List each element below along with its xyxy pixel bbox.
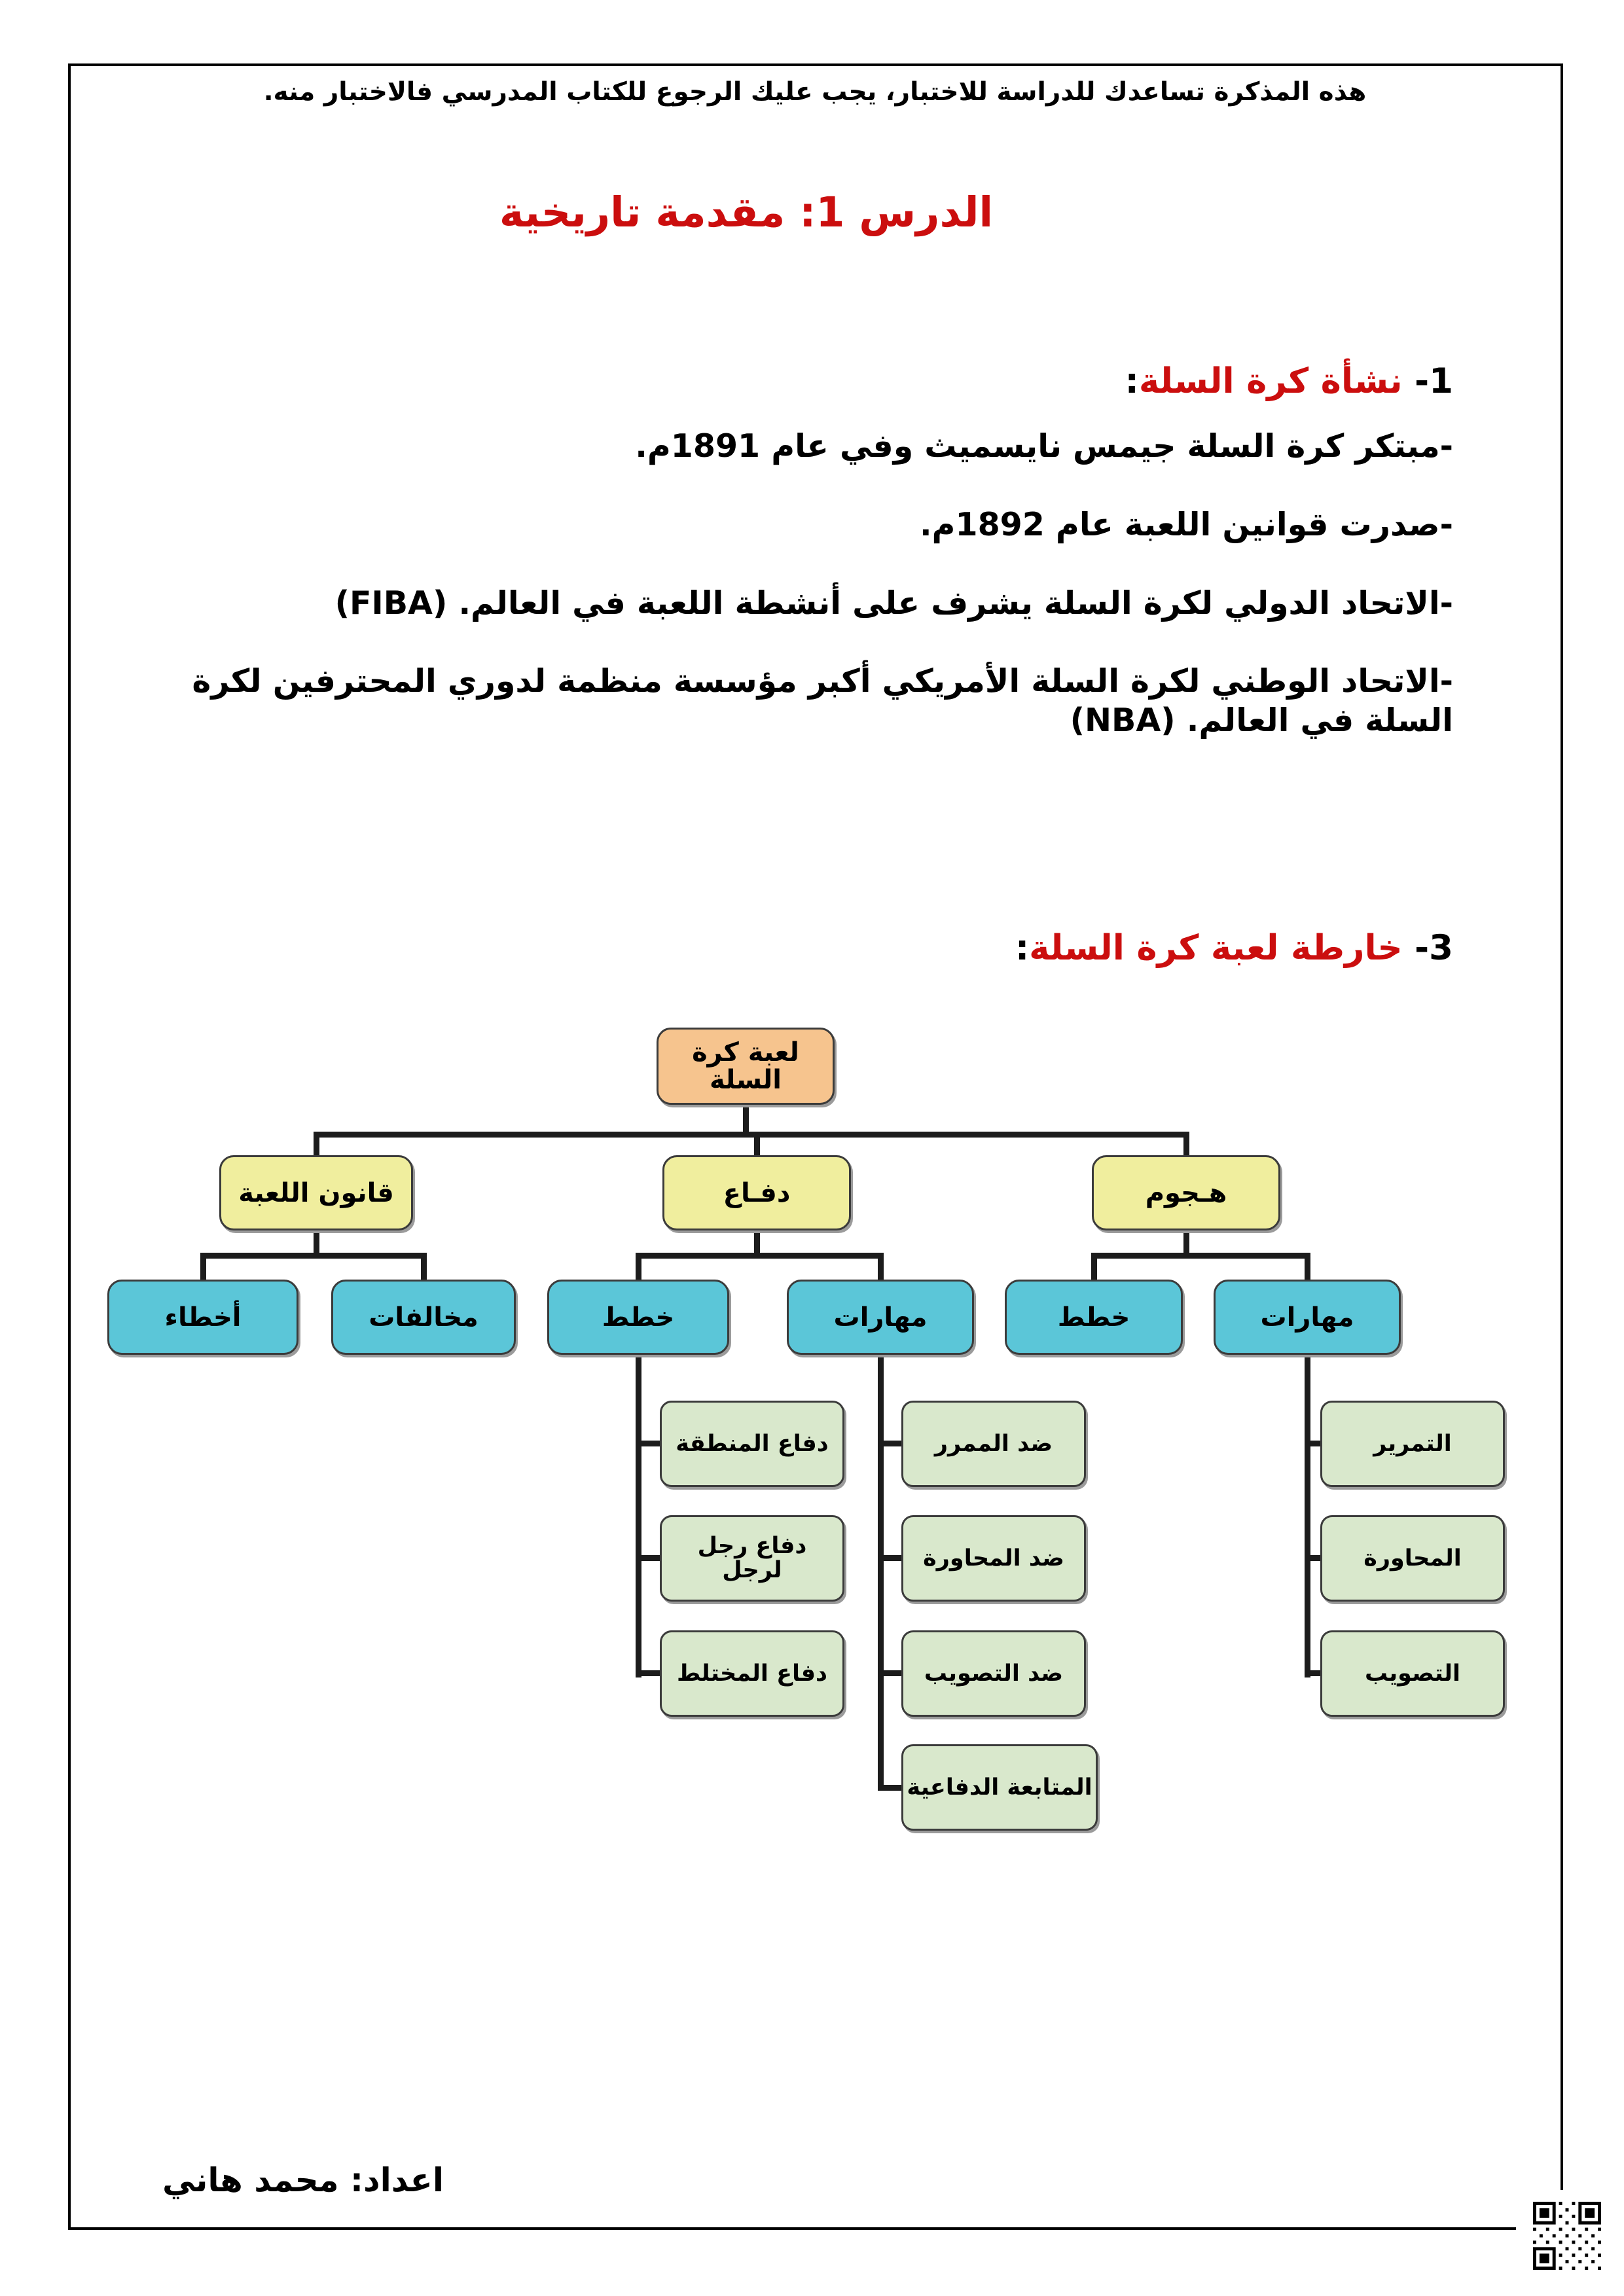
connector-line <box>314 1229 319 1253</box>
section-3-heading: 3- خارطة لعبة كرة السلة: <box>1015 928 1453 968</box>
connector-line <box>743 1103 749 1132</box>
section-1-number: 1- <box>1415 361 1453 401</box>
diagram-node-offense-plans: خطط <box>1005 1280 1183 1355</box>
connector-line <box>878 1354 884 1791</box>
diagram-node-violations: مخالفات <box>331 1280 516 1355</box>
connector-line <box>1305 1354 1310 1677</box>
diagram-leaf-zone-defense: دفاع المنطقة <box>660 1401 844 1487</box>
bullet-fiba: -الاتحاد الدولي لكرة السلة يشرف على أنشط… <box>334 584 1453 622</box>
connector-line <box>1183 1138 1189 1157</box>
bullet-nba: -الاتحاد الوطني لكرة السلة الأمريكي أكبر… <box>192 662 1453 740</box>
section-3-colon: : <box>1015 928 1030 968</box>
connector-line <box>1310 1441 1320 1446</box>
diagram-node-offense: هـجوم <box>1092 1155 1280 1230</box>
connector-line <box>884 1670 901 1676</box>
connector-line <box>200 1253 427 1259</box>
diagram-node-basketball-game: لعبة كرة السلة <box>657 1028 835 1105</box>
connector-line <box>1091 1253 1310 1259</box>
footer-credit: اعداد: محمد هاني <box>162 2161 444 2199</box>
diagram-node-game-law: قانون اللعبة <box>219 1155 413 1230</box>
connector-line <box>314 1138 319 1157</box>
qr-code-icon <box>1533 2202 1601 2270</box>
connector-line <box>754 1229 760 1253</box>
connector-line <box>1183 1229 1189 1253</box>
section-1-colon: : <box>1125 361 1139 401</box>
section-1-heading-text: نشأة كرة السلة <box>1138 361 1415 401</box>
connector-line <box>641 1670 660 1676</box>
connector-line <box>641 1441 660 1446</box>
diagram-node-offense-skills: مهارات <box>1214 1280 1401 1355</box>
page-border <box>68 63 1563 2230</box>
diagram-leaf-man-to-man-defense: دفاع رجل لرجل <box>660 1515 844 1602</box>
section-3-heading-text: خارطة لعبة كرة السلة <box>1029 928 1415 968</box>
diagram-node-defense: دفـاع <box>662 1155 851 1230</box>
connector-line <box>636 1259 641 1281</box>
diagram-leaf-against-dribbler: ضد المحاورة <box>901 1515 1086 1602</box>
connector-line <box>884 1785 901 1791</box>
diagram-leaf-against-passer: ضد الممرر <box>901 1401 1086 1487</box>
connector-line <box>1305 1259 1310 1281</box>
bullet-inventor: -مبتكر كرة السلة جيمس نايسميث وفي عام 18… <box>635 427 1453 465</box>
connector-line <box>314 1132 1189 1138</box>
connector-line <box>754 1138 760 1157</box>
connector-line <box>421 1259 427 1281</box>
connector-line <box>636 1253 884 1259</box>
connector-line <box>1310 1670 1320 1676</box>
connector-line <box>200 1259 206 1281</box>
diagram-leaf-mixed-defense: دفاع المختلط <box>660 1630 844 1717</box>
connector-line <box>1310 1555 1320 1561</box>
page-title: الدرس 1: مقدمة تاريخية <box>499 188 994 236</box>
diagram-leaf-shooting: التصويب <box>1320 1630 1505 1717</box>
section-1-heading: 1- نشأة كرة السلة: <box>1125 361 1453 401</box>
section-1-bullets: -مبتكر كرة السلة جيمس نايسميث وفي عام 18… <box>175 427 1453 780</box>
connector-line <box>636 1354 641 1677</box>
connector-line <box>884 1555 901 1561</box>
diagram-leaf-defensive-rebound: المتابعة الدفاعية <box>901 1744 1098 1831</box>
diagram-node-defense-skills: مهارات <box>787 1280 974 1355</box>
header-note: هذه المذكرة تساعدك للدراسة للاختبار، يجب… <box>263 77 1367 107</box>
diagram-node-defense-plans: خطط <box>547 1280 729 1355</box>
diagram-leaf-dribbling: المحاورة <box>1320 1515 1505 1602</box>
connector-line <box>878 1259 884 1281</box>
connector-line <box>641 1555 660 1561</box>
section-3-number: 3- <box>1415 928 1453 968</box>
diagram-leaf-passing: التمرير <box>1320 1401 1505 1487</box>
diagram-leaf-against-shooter: ضد التصويب <box>901 1630 1086 1717</box>
diagram-node-fouls: أخطاء <box>107 1280 298 1355</box>
connector-line <box>1091 1259 1097 1281</box>
connector-line <box>884 1441 901 1446</box>
bullet-rules-year: -صدرت قوانين اللعبة عام 1892م. <box>919 505 1453 543</box>
